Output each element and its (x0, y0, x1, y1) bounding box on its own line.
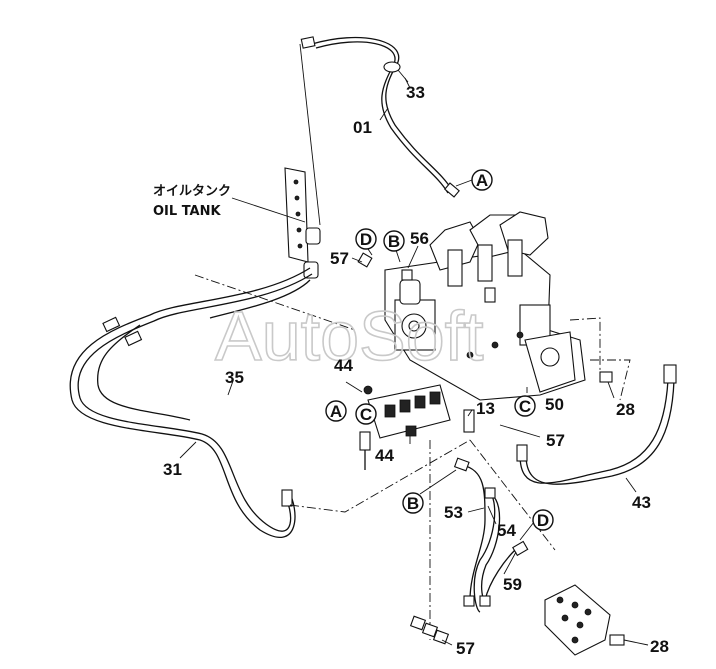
svg-text:C: C (519, 397, 531, 416)
svg-text:A: A (330, 402, 342, 421)
connection-ref-b: B (402, 492, 424, 514)
part-label-44: 44 (375, 446, 394, 465)
hose-31-35 (69, 267, 313, 538)
svg-text:B: B (407, 494, 419, 513)
pilot-manifold (363, 384, 475, 439)
leader-lines (179, 77, 649, 646)
part-label-28: 28 (616, 400, 635, 419)
svg-text:B: B (388, 232, 400, 251)
oil-tank-label-en: OIL TANK (153, 204, 221, 219)
clamp-33 (383, 61, 409, 83)
part-label-57: 57 (330, 249, 349, 268)
connection-ref-b: B (383, 230, 405, 252)
connection-ref-d: D (355, 228, 377, 250)
connection-ref-a: A (471, 169, 493, 191)
svg-text:D: D (360, 230, 372, 249)
oil-tank-bracket (284, 167, 321, 279)
connection-ref-c: C (355, 403, 377, 425)
svg-text:D: D (537, 511, 549, 530)
control-valve (357, 211, 586, 401)
connection-ref-d: D (532, 509, 554, 531)
leader-tank-line (299, 43, 321, 226)
part-label-43: 43 (632, 493, 651, 512)
part-label-50: 50 (545, 395, 564, 414)
watermark-text: AutoSoft (215, 297, 484, 375)
part-label-28: 28 (650, 637, 669, 656)
part-label-59: 59 (503, 575, 522, 594)
svg-text:C: C (360, 405, 372, 424)
part-label-31: 31 (163, 460, 182, 479)
part-label-35: 35 (225, 368, 244, 387)
fitting-c-left (359, 431, 371, 451)
oil-tank-label-jp: オイルタンク (153, 184, 231, 199)
svg-text:A: A (476, 171, 488, 190)
hose-43 (516, 364, 677, 485)
junction-block (544, 584, 625, 656)
part-label-57: 57 (546, 431, 565, 450)
part-label-33: 33 (406, 83, 425, 102)
part-label-54: 54 (497, 521, 516, 540)
pilot-tubes (453, 457, 529, 613)
part-label-53: 53 (444, 503, 463, 522)
fittings-57-bottom (409, 615, 450, 645)
part-label-56: 56 (410, 229, 429, 248)
hose-01 (300, 36, 460, 198)
part-label-44: 44 (334, 356, 353, 375)
center-lines (194, 274, 631, 640)
part-label-13: 13 (476, 399, 495, 418)
part-label-01: 01 (353, 118, 372, 137)
part-label-57: 57 (456, 639, 475, 658)
connection-ref-a: A (325, 400, 347, 422)
connection-ref-c: C (514, 395, 536, 417)
